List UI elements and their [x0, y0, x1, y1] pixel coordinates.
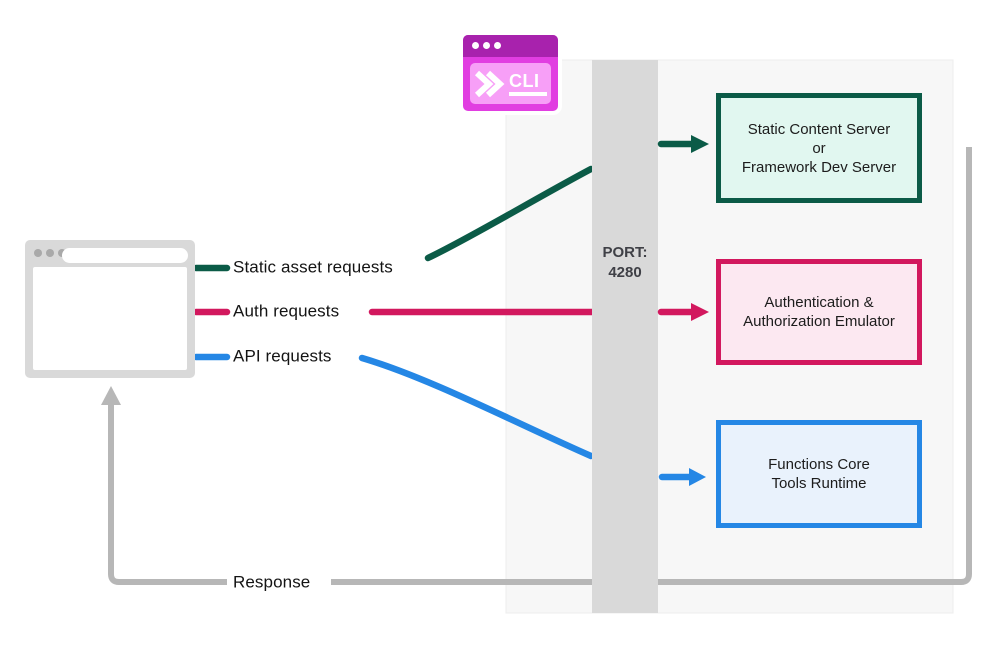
port-bar: [592, 60, 658, 613]
cli-label: CLI: [509, 70, 540, 91]
response-line-right: [331, 147, 972, 585]
auth-requests-label: Auth requests: [233, 301, 340, 321]
cli-underline: [509, 91, 547, 96]
static-arrowhead-icon: [691, 135, 709, 153]
auth-emulator-label: Authentication & Authorization Emulator: [743, 294, 895, 330]
browser-window-icon: [25, 240, 195, 378]
static-request-curve: [424, 165, 595, 262]
auth-arrowhead-icon: [691, 303, 709, 321]
response-label: Response: [233, 572, 311, 592]
cli-window-icon: CLI: [463, 35, 558, 111]
cli-titlebar: [463, 35, 558, 57]
response-arrowhead-icon: [101, 386, 121, 405]
browser-content-area: [33, 267, 187, 370]
cli-screen: CLI: [470, 63, 551, 104]
browser-address-bar: [62, 248, 188, 263]
cli-window-dots-icon: [472, 42, 501, 49]
static-content-server-label: Static Content Server or Framework Dev S…: [741, 120, 897, 176]
api-arrowhead-icon: [689, 468, 706, 486]
api-request-curve: [358, 354, 595, 460]
response-line-left: [108, 404, 227, 585]
functions-runtime-box: Functions Core Tools Runtime: [716, 420, 922, 528]
functions-runtime-label: Functions Core Tools Runtime: [768, 456, 870, 492]
auth-emulator-box: Authentication & Authorization Emulator: [716, 259, 922, 365]
double-chevron-right-icon: [474, 70, 505, 97]
cli-wordmark: CLI: [509, 72, 547, 96]
api-requests-label: API requests: [233, 346, 332, 366]
static-content-server-box: Static Content Server or Framework Dev S…: [716, 93, 922, 203]
static-requests-label: Static asset requests: [233, 257, 393, 277]
port-label: PORT: 4280: [602, 244, 648, 281]
